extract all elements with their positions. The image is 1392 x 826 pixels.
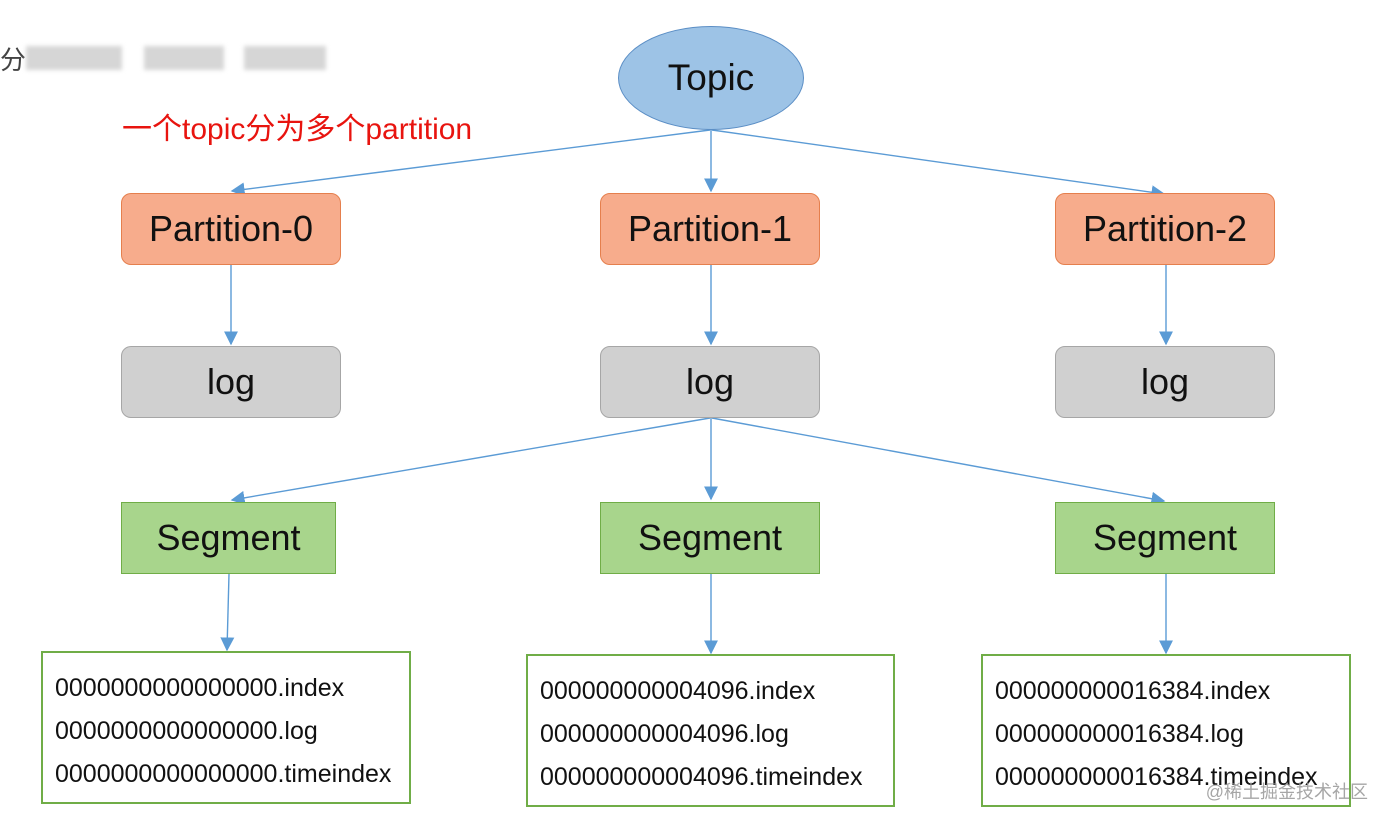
topic-label: Topic (667, 57, 755, 98)
topic-node: Topic (618, 26, 804, 130)
blurred-block (144, 46, 224, 70)
file-index: 000000000016384.index (995, 677, 1271, 705)
segment-0-node: Segment (121, 502, 336, 574)
file-log: 000000000004096.log (540, 720, 789, 748)
file-log: 0000000000000000.log (55, 717, 318, 745)
segment-0-label: Segment (156, 517, 301, 558)
arrow-topic-partition-2 (711, 129, 1166, 200)
log-2-node: log (1055, 346, 1275, 418)
blurred-block (244, 46, 326, 70)
file-timeindex: 000000000004096.timeindex (540, 763, 863, 791)
site-watermark: @稀土掘金技术社区 (1205, 782, 1368, 802)
blurred-header: 分 (0, 18, 340, 75)
segment-0-files: 0000000000000000.index 0000000000000000.… (41, 651, 411, 804)
segment-2-files: 000000000016384.index 000000000016384.lo… (981, 654, 1351, 807)
file-index: 000000000004096.index (540, 677, 816, 705)
partition-1-node: Partition-1 (600, 193, 820, 265)
segment-1-label: Segment (637, 517, 783, 558)
file-timeindex: 0000000000000000.timeindex (55, 760, 392, 788)
file-timeindex: 000000000016384.timeindex (995, 763, 1318, 791)
arrow-log-segment-2 (711, 417, 1166, 506)
arrow-log-segment-0 (230, 417, 711, 505)
partition-note: 一个topic分为多个partition (122, 113, 473, 146)
log-0-node: log (121, 346, 341, 418)
segment-1-files: 000000000004096.index 000000000004096.lo… (526, 654, 895, 807)
log-2-label: log (1140, 361, 1190, 402)
header-fragment: 分 (0, 45, 27, 75)
partition-1-label: Partition-1 (627, 208, 793, 249)
partition-0-label: Partition-0 (148, 208, 314, 249)
arrow-segment-0-files (220, 573, 235, 652)
file-log: 000000000016384.log (995, 720, 1244, 748)
log-0-label: log (206, 361, 256, 402)
segment-2-label: Segment (1092, 517, 1238, 558)
arrow-topic-partition-0 (230, 129, 711, 197)
segment-2-node: Segment (1055, 502, 1275, 574)
file-index: 0000000000000000.index (55, 674, 345, 702)
log-1-node: log (600, 346, 820, 418)
blurred-block (26, 46, 122, 70)
segment-1-node: Segment (600, 502, 820, 574)
log-1-label: log (685, 361, 735, 402)
partition-2-label: Partition-2 (1082, 208, 1248, 249)
partition-2-node: Partition-2 (1055, 193, 1275, 265)
partition-0-node: Partition-0 (121, 193, 341, 265)
